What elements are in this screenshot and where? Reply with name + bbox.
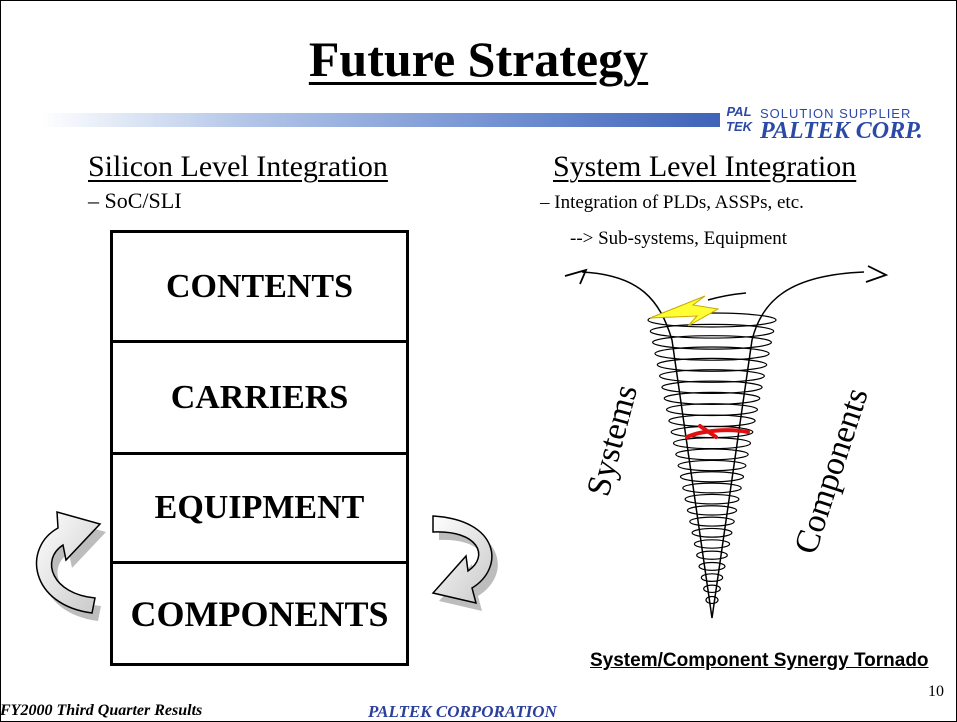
layer-components: COMPONENTS [130,593,389,634]
spiral-ring [656,357,768,372]
spiral-ring [658,369,765,383]
logo-tagline: SOLUTION SUPPLIER [760,106,912,121]
tornado-spiral [647,312,777,605]
spiral-ring [672,437,752,450]
spiral-ring [675,448,749,461]
right-cycle-arrow-icon [431,515,498,611]
spiral-ring [665,403,759,417]
spiral-ring [696,550,728,560]
spiral-ring [684,493,740,505]
soc-sli-bullet: – SoC/SLI [88,188,182,213]
spiral-ring [647,312,777,328]
spiral-ring [682,482,742,494]
layer-equipment: EQUIPMENT [113,455,406,564]
layer-carriers: CARRIERS [113,343,406,455]
left-cycle-arrow-icon [35,510,106,621]
spiral-ring [668,414,756,428]
components-label: Components [787,384,875,559]
spiral-ring [649,323,775,339]
system-level-heading: System Level Integration [553,150,857,183]
systems-label: Systems [580,381,645,500]
tornado-caption: System/Component Synergy Tornado [590,650,929,671]
title-gradient-bar [40,113,720,127]
spiral-ring [654,346,770,361]
slide-title: Future Strategy [308,31,649,87]
spiral-ring [700,573,724,582]
spiral-ring [693,539,731,549]
footer-right: PALTEK CORPORATION [368,702,557,721]
layer-contents: CONTENTS [113,233,406,343]
spiral-ring [686,505,738,516]
integration-bullet: – Integration of PLDs, ASSPs, etc. [540,192,804,213]
page-number: 10 [928,683,944,700]
integration-stack: CONTENTS CARRIERS EQUIPMENT COMPONENTS [110,230,409,666]
spiral-ring [691,527,733,538]
red-strike-mark [685,424,750,439]
spiral-ring [698,561,726,571]
spiral-ring [663,391,761,406]
tornado-funnel [564,265,889,619]
spiral-ring [689,516,735,527]
spiral-ring [661,380,763,394]
footer-left: FY2000 Third Quarter Results [0,702,203,719]
subsystems-bullet: --> Sub-systems, Equipment [570,228,788,249]
silicon-level-heading: Silicon Level Integration [88,150,388,183]
logo-name: PALTEK CORP. [760,118,923,144]
spiral-ring [705,595,719,605]
spiral-ring [703,584,721,594]
spiral-ring [679,471,745,483]
spiral-ring [677,459,747,472]
spiral-ring [652,335,772,350]
lightning-bolt-icon [649,292,747,327]
